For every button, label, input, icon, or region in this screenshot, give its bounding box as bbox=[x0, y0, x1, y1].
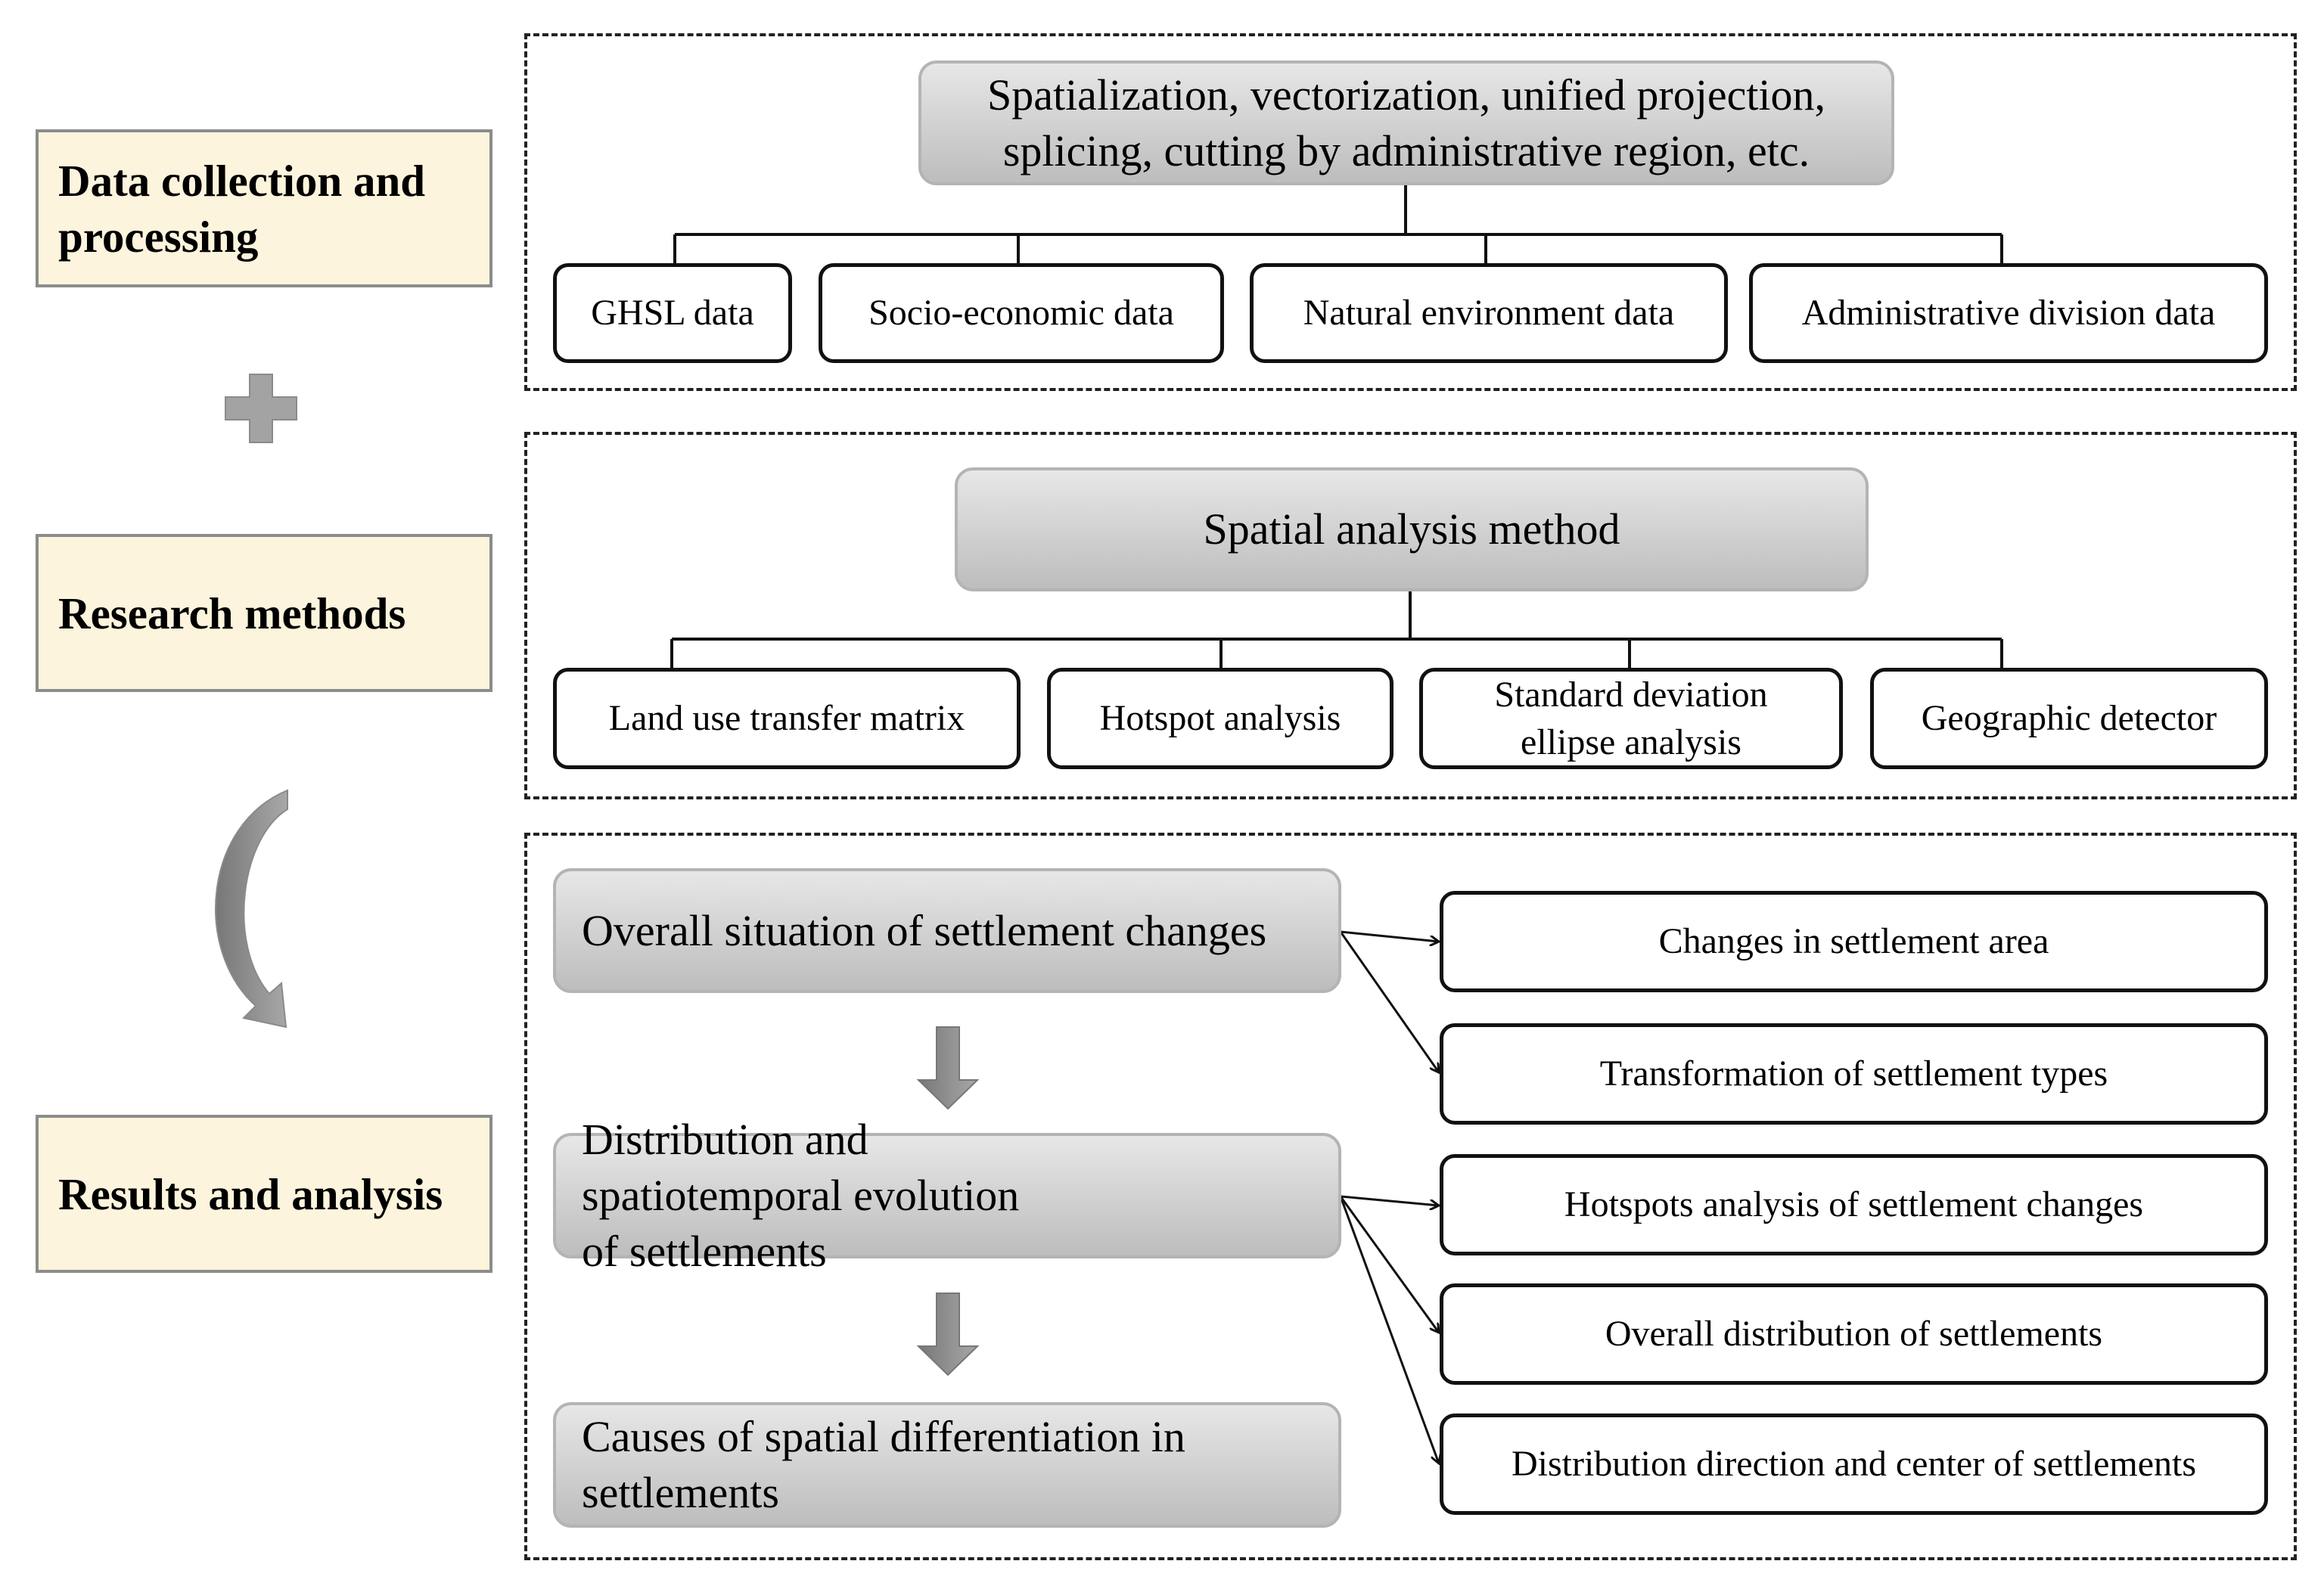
stage-data-collection: Data collection and processing bbox=[36, 129, 492, 287]
data-item-administrative-division: Administrative division data bbox=[1749, 263, 2268, 363]
method-label: Land use transfer matrix bbox=[608, 698, 965, 738]
data-item-label: Administrative division data bbox=[1801, 293, 2216, 333]
step-distribution-evolution: Distribution and spatiotemporal evolutio… bbox=[553, 1115, 1341, 1276]
data-item-ghsl: GHSL data bbox=[553, 263, 792, 363]
panel-results bbox=[524, 833, 2297, 1560]
spatial-method-header-text: Spatial analysis method bbox=[1203, 504, 1620, 554]
outcome-label: Distribution direction and center of set… bbox=[1511, 1444, 2197, 1484]
stage-results: Results and analysis bbox=[36, 1115, 492, 1273]
outcome-label: Changes in settlement area bbox=[1658, 921, 2049, 961]
processing-header-text: Spatialization, vectorization, unified p… bbox=[986, 70, 1826, 175]
outcome-overall-distribution: Overall distribution of settlements bbox=[1440, 1283, 2268, 1385]
method-hotspot-analysis: Hotspot analysis bbox=[1047, 668, 1393, 769]
data-item-socio-economic: Socio-economic data bbox=[819, 263, 1224, 363]
outcome-label: Hotspots analysis of settlement changes bbox=[1564, 1184, 2144, 1224]
spatial-method-header-box: Spatial analysis method bbox=[955, 467, 1869, 591]
step-label: Distribution and spatiotemporal evolutio… bbox=[582, 1115, 1020, 1276]
panel-data-processing bbox=[524, 33, 2297, 391]
method-label: Hotspot analysis bbox=[1099, 698, 1341, 738]
data-item-label: Socio-economic data bbox=[868, 293, 1174, 333]
step-overall-situation: Overall situation of settlement changes bbox=[553, 868, 1341, 993]
processing-header-box: Spatialization, vectorization, unified p… bbox=[918, 61, 1894, 185]
outcome-label: Transformation of settlement types bbox=[1599, 1054, 2108, 1094]
data-item-natural-environment: Natural environment data bbox=[1250, 263, 1728, 363]
stage-label: Data collection and processing bbox=[58, 155, 426, 262]
stage-research-methods: Research methods bbox=[36, 534, 492, 692]
stage-label: Results and analysis bbox=[58, 1168, 443, 1219]
outcome-changes-area: Changes in settlement area bbox=[1440, 891, 2268, 992]
data-item-label: GHSL data bbox=[591, 293, 754, 333]
step-causes-differentiation: Causes of spatial differentiation in set… bbox=[553, 1402, 1341, 1528]
outcome-label: Overall distribution of settlements bbox=[1605, 1314, 2103, 1354]
method-land-use-transfer-matrix: Land use transfer matrix bbox=[553, 668, 1021, 769]
step-label: Overall situation of settlement changes bbox=[582, 905, 1267, 955]
panel-research-methods bbox=[524, 432, 2297, 799]
method-label: Geographic detector bbox=[1921, 698, 2217, 738]
outcome-hotspots-analysis: Hotspots analysis of settlement changes bbox=[1440, 1154, 2268, 1255]
method-label: Standard deviation ellipse analysis bbox=[1494, 675, 1768, 762]
method-standard-deviation-ellipse: Standard deviation ellipse analysis bbox=[1419, 668, 1843, 769]
outcome-transformation-types: Transformation of settlement types bbox=[1440, 1023, 2268, 1125]
plus-icon bbox=[225, 374, 297, 443]
outcome-direction-center: Distribution direction and center of set… bbox=[1440, 1414, 2268, 1515]
method-geographic-detector: Geographic detector bbox=[1870, 668, 2268, 769]
curved-arrow-icon bbox=[215, 789, 288, 1029]
stage-label: Research methods bbox=[58, 588, 406, 638]
step-label: Causes of spatial differentiation in set… bbox=[582, 1412, 1185, 1517]
data-item-label: Natural environment data bbox=[1303, 293, 1675, 333]
